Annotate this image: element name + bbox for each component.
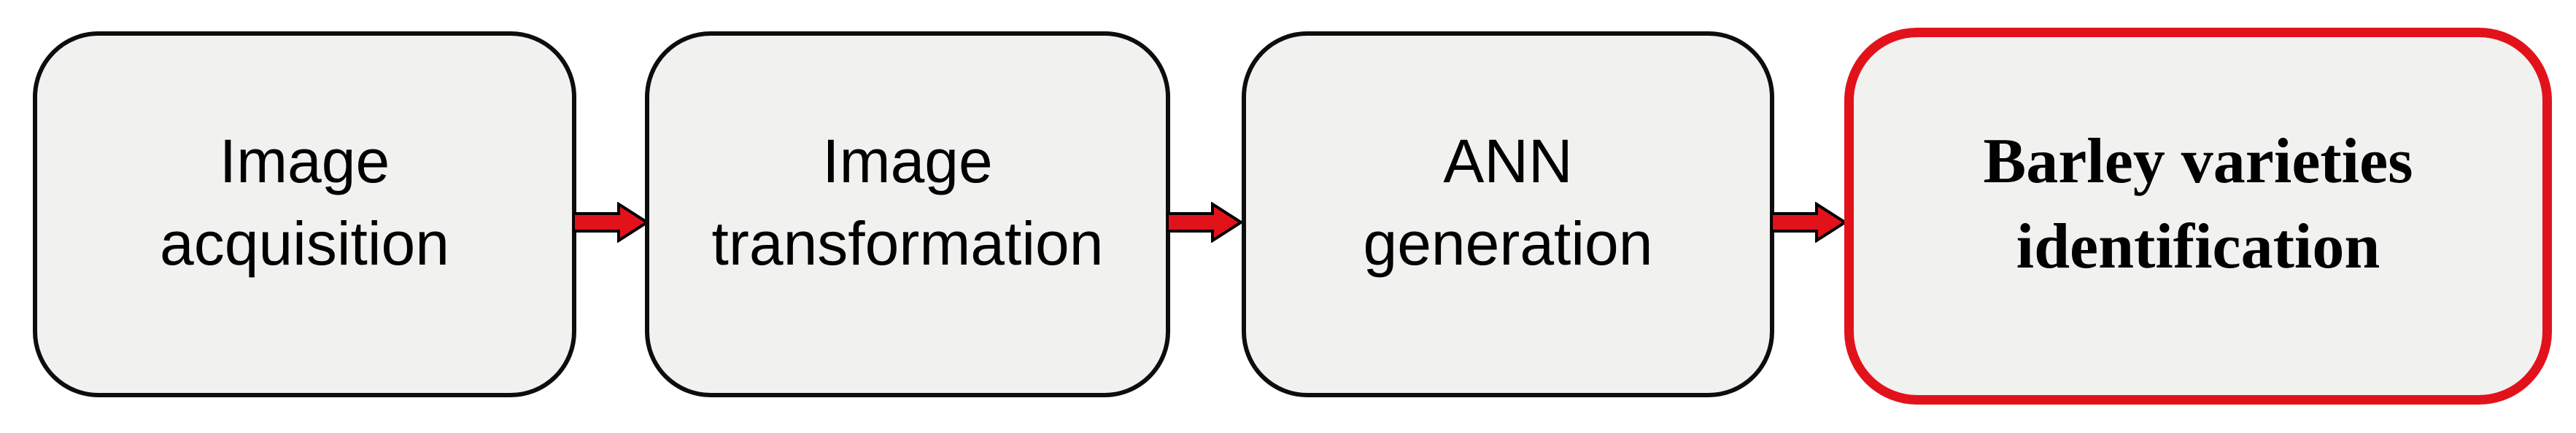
step-label-line1: Barley varieties xyxy=(1983,126,2413,198)
step-label-line1: Image xyxy=(219,126,390,195)
step-label: Image acquisition xyxy=(160,120,449,286)
step-ann-generation: ANN generation xyxy=(1242,31,1774,397)
step-label-line2: transformation xyxy=(711,209,1104,278)
step-label-line2: identification xyxy=(2016,211,2380,282)
step-label: Image transformation xyxy=(712,120,1104,286)
step-image-transformation: Image transformation xyxy=(645,31,1170,397)
step-image-acquisition: Image acquisition xyxy=(33,31,576,397)
flow-arrow-icon xyxy=(1771,202,1847,243)
step-label-line1: ANN xyxy=(1443,126,1573,195)
step-label: ANN generation xyxy=(1364,120,1653,286)
step-label-line2: acquisition xyxy=(160,209,449,278)
step-label-line2: generation xyxy=(1363,209,1653,278)
flow-arrow-icon xyxy=(1167,202,1243,243)
step-barley-varieties-identification: Barley varieties identification xyxy=(1844,28,2552,405)
flow-arrow-icon xyxy=(573,202,649,243)
step-label-line1: Image xyxy=(822,126,993,195)
step-label: Barley varieties identification xyxy=(1984,120,2413,289)
